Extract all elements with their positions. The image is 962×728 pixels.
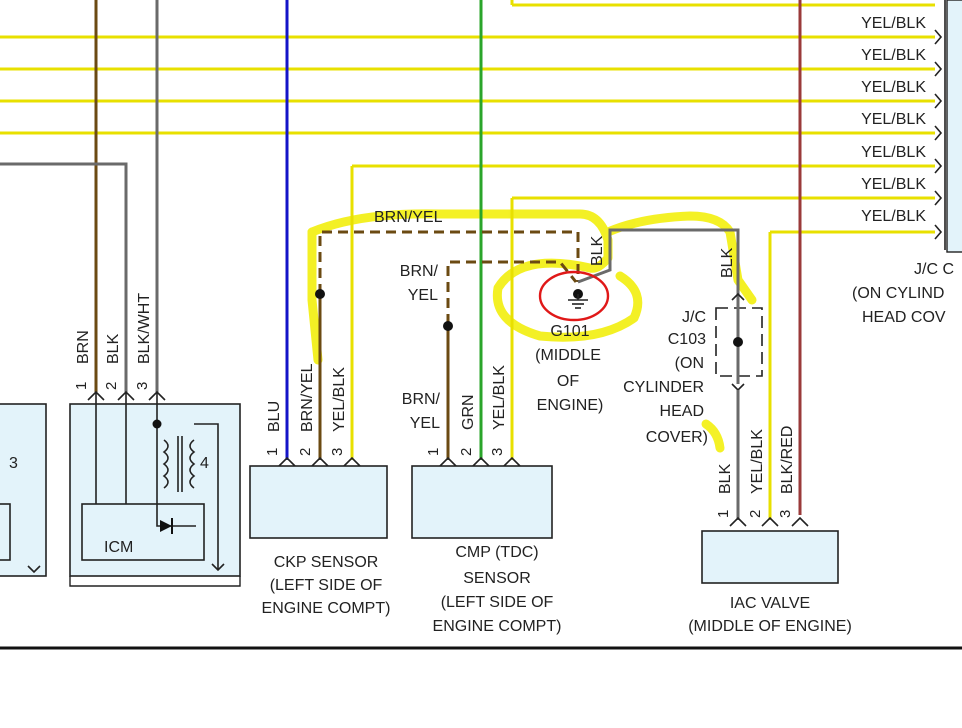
svg-text:1: 1	[715, 510, 732, 518]
svg-text:CYLINDER: CYLINDER	[623, 379, 704, 396]
svg-text:2: 2	[297, 448, 314, 456]
g101-label: G101 (MIDDLE OF ENGINE)	[535, 323, 603, 414]
iac-valve: 1 2 3 BLK YEL/BLK BLK/RED IAC VALVE (MID…	[688, 426, 852, 635]
svg-text:(LEFT SIDE OF: (LEFT SIDE OF	[441, 594, 554, 611]
svg-text:CMP (TDC): CMP (TDC)	[455, 544, 538, 561]
svg-text:(LEFT SIDE OF: (LEFT SIDE OF	[270, 577, 383, 594]
svg-text:BRN/: BRN/	[402, 391, 441, 408]
svg-text:YEL/BLK: YEL/BLK	[861, 208, 926, 225]
brn-yel-shield	[318, 230, 580, 460]
right-connector-body	[946, 0, 962, 253]
ckp-label: CKP SENSOR (LEFT SIDE OF ENGINE COMPT)	[262, 554, 391, 617]
g101-blk-label: BLK	[589, 235, 606, 266]
circle-annotation	[538, 270, 610, 322]
svg-text:2: 2	[103, 382, 120, 390]
svg-text:IAC VALVE: IAC VALVE	[730, 595, 810, 612]
svg-text:OF: OF	[557, 373, 579, 390]
pin-label: 4	[200, 455, 209, 472]
svg-text:J/C C: J/C C	[914, 261, 954, 278]
icm-wire-labels: BRN BLK BLK/WHT	[75, 293, 153, 364]
svg-text:ENGINE COMPT): ENGINE COMPT)	[262, 600, 391, 617]
svg-text:HEAD: HEAD	[660, 403, 704, 420]
svg-text:1: 1	[73, 382, 90, 390]
splice-dot	[315, 289, 325, 299]
svg-text:C103: C103	[668, 331, 706, 348]
svg-text:(MIDDLE OF ENGINE): (MIDDLE OF ENGINE)	[688, 618, 852, 635]
svg-text:YEL/BLK: YEL/BLK	[861, 144, 926, 161]
blk-ground-wire	[577, 228, 740, 300]
c103-blk-label: BLK	[719, 247, 736, 278]
svg-text:2: 2	[458, 448, 475, 456]
svg-text:YEL/BLK: YEL/BLK	[861, 79, 926, 96]
svg-text:1: 1	[264, 448, 281, 456]
svg-text:3: 3	[134, 382, 151, 390]
brn-yel-label: BRN/YEL	[374, 209, 443, 226]
ckp-sensor: 1 2 3 BLU BRN/YEL YEL/BLK CKP SENSOR (LE…	[249, 363, 391, 617]
svg-text:YEL: YEL	[410, 415, 440, 432]
svg-text:YEL/BLK: YEL/BLK	[861, 15, 926, 32]
svg-text:2: 2	[747, 510, 764, 518]
svg-text:YEL/BLK: YEL/BLK	[861, 176, 926, 193]
svg-text:SENSOR: SENSOR	[463, 570, 531, 587]
svg-text:3: 3	[329, 448, 346, 456]
jc-c103-label: J/C C103 (ON CYLINDER HEAD COVER)	[623, 309, 708, 446]
svg-text:ENGINE COMPT): ENGINE COMPT)	[433, 618, 562, 635]
svg-text:BRN/: BRN/	[400, 263, 439, 280]
svg-text:YEL/BLK: YEL/BLK	[749, 429, 766, 494]
brn-yel-side-label: BRN/ YEL	[400, 263, 439, 304]
svg-text:BLK: BLK	[105, 333, 122, 364]
svg-text:YEL/BLK: YEL/BLK	[331, 367, 348, 432]
right-connector	[934, 0, 946, 250]
svg-text:YEL/BLK: YEL/BLK	[861, 47, 926, 64]
splice-dot	[443, 321, 453, 331]
svg-text:J/C: J/C	[682, 309, 706, 326]
svg-text:BRN: BRN	[75, 330, 92, 364]
left-component: 3	[0, 403, 47, 577]
svg-text:GRN: GRN	[460, 394, 477, 430]
svg-text:BLK/WHT: BLK/WHT	[136, 293, 153, 364]
svg-text:CKP SENSOR: CKP SENSOR	[274, 554, 379, 571]
iac-label: IAC VALVE (MIDDLE OF ENGINE)	[688, 595, 852, 635]
right-wire-labels: YEL/BLK YEL/BLK YEL/BLK YEL/BLK YEL/BLK …	[861, 15, 926, 225]
ground-icon	[568, 294, 588, 309]
svg-text:COVER): COVER)	[646, 429, 708, 446]
svg-text:G101: G101	[550, 323, 589, 340]
svg-text:BLU: BLU	[266, 401, 283, 432]
svg-text:YEL/BLK: YEL/BLK	[491, 365, 508, 430]
svg-text:1: 1	[425, 448, 442, 456]
svg-text:(ON: (ON	[675, 355, 704, 372]
svg-text:BLK/RED: BLK/RED	[779, 426, 796, 494]
icm-pins: 1 2 3	[73, 382, 151, 390]
svg-text:(ON CYLIND: (ON CYLIND	[852, 285, 944, 302]
jc-c-label: J/C C (ON CYLIND HEAD COV	[852, 261, 954, 326]
icm-label: ICM	[104, 539, 133, 556]
svg-text:3: 3	[777, 510, 794, 518]
svg-text:YEL: YEL	[408, 287, 438, 304]
pin-label: 3	[9, 455, 18, 472]
icm-component: ICM 4 1 2 3 BRN BLK BLK/WHT	[69, 293, 241, 587]
cmp-sensor: 1 2 3 BRN/ YEL GRN YEL/BLK CMP (TDC) SEN…	[402, 365, 562, 635]
svg-text:YEL/BLK: YEL/BLK	[861, 111, 926, 128]
highlight-annotation	[307, 209, 757, 453]
svg-text:HEAD COV: HEAD COV	[862, 309, 946, 326]
diode-icon	[160, 518, 173, 534]
svg-text:BRN/YEL: BRN/YEL	[299, 363, 316, 432]
svg-text:3: 3	[489, 448, 506, 456]
svg-text:BLK: BLK	[717, 463, 734, 494]
cmp-label: CMP (TDC) SENSOR (LEFT SIDE OF ENGINE CO…	[433, 544, 562, 635]
splice-dot	[733, 337, 743, 347]
svg-text:ENGINE): ENGINE)	[537, 397, 604, 414]
svg-text:(MIDDLE: (MIDDLE	[535, 347, 601, 364]
blk-wire-icm	[0, 162, 128, 392]
